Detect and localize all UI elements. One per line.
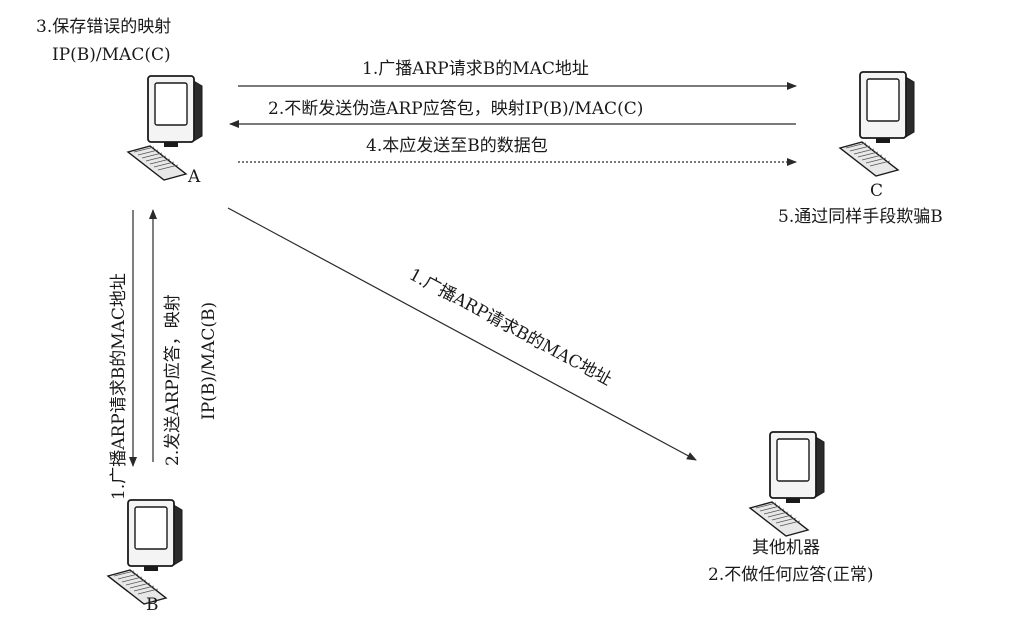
edge-a-to-c-request: 1.广播ARP请求B的MAC地址 [238,59,797,90]
computer-other-icon [749,431,825,537]
node-c: C 5.通过同样手段欺骗B [778,71,943,227]
edge-b-to-a-reply-label-line1: 2.发送ARP应答，映射 [163,294,183,466]
node-c-label: C [870,181,883,201]
edge-a-to-c-data: 4.本应发送至B的数据包 [238,136,797,166]
node-a: 3.保存错误的映射 IP(B)/MAC(C) A [36,17,203,187]
node-other-label: 其他机器 [752,538,820,558]
edge-c-to-a-reply-label: 2.不断发送伪造ARP应答包，映射IP(B)/MAC(C) [268,99,643,119]
computer-b-icon [107,499,183,605]
node-a-note-line2: IP(B)/MAC(C) [52,45,171,65]
edge-a-to-c-data-label: 4.本应发送至B的数据包 [366,136,548,156]
node-b: B [107,499,183,615]
edge-a-to-c-request-label: 1.广播ARP请求B的MAC地址 [362,59,589,79]
computer-c-icon [839,71,915,177]
edge-a-to-other-request-label: 1.广播ARP请求B的MAC地址 [406,265,615,390]
edge-b-to-a-reply: 2.发送ARP应答，映射 IP(B)/MAC(B) [149,209,219,466]
node-c-note: 5.通过同样手段欺骗B [778,207,943,227]
edge-a-to-b-request-label: 1.广播ARP请求B的MAC地址 [109,273,129,500]
edge-a-to-b-request: 1.广播ARP请求B的MAC地址 [109,210,137,500]
node-a-note-line1: 3.保存错误的映射 [36,17,171,37]
node-other-note: 2.不做任何应答(正常) [708,565,873,585]
edge-b-to-a-reply-label-line2: IP(B)/MAC(B) [199,302,219,420]
computer-a-icon [127,75,203,181]
edge-c-to-a-reply: 2.不断发送伪造ARP应答包，映射IP(B)/MAC(C) [229,99,796,128]
node-a-label: A [187,167,201,187]
node-other: 其他机器 2.不做任何应答(正常) [708,431,873,585]
node-b-label: B [146,595,159,615]
edge-a-to-other-request: 1.广播ARP请求B的MAC地址 [227,207,697,461]
